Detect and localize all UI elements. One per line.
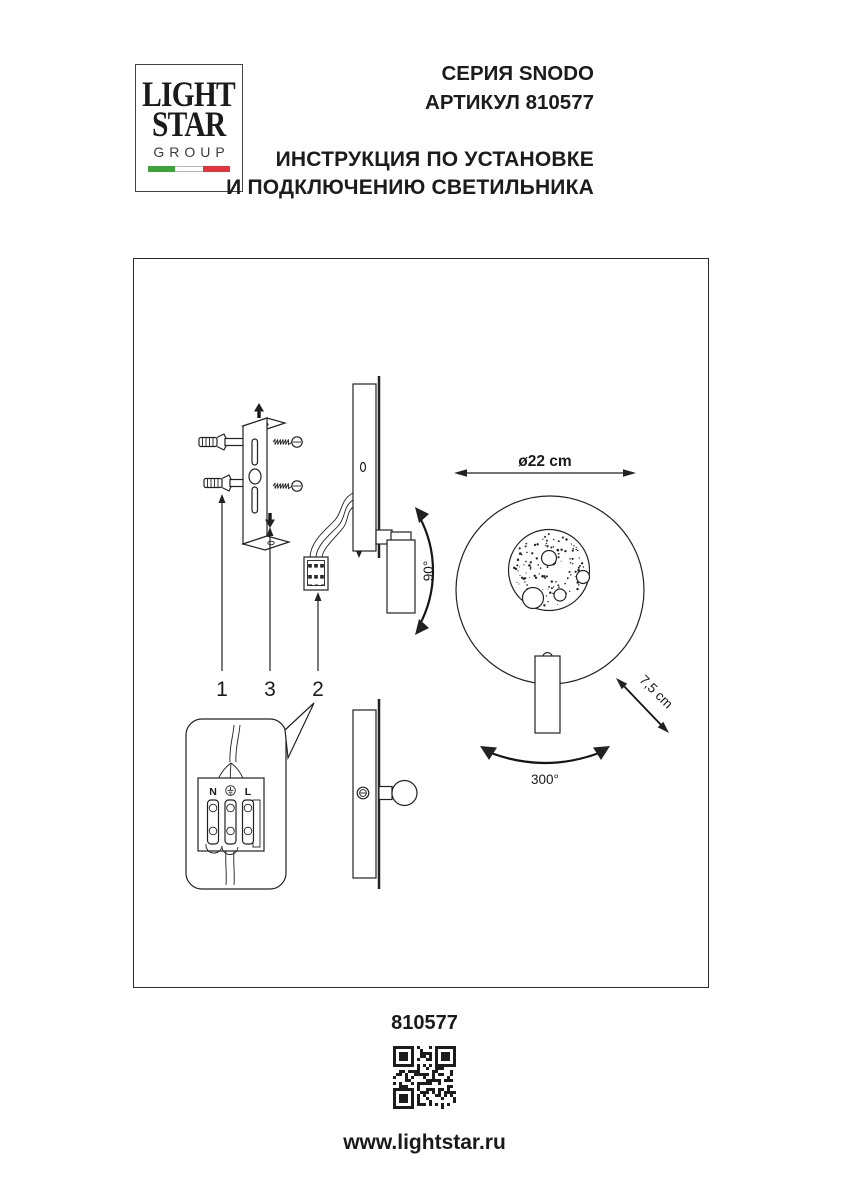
website-url: www.lightstar.ru [343,1131,506,1154]
part-label-3: 3 [264,678,276,701]
italy-flag-icon [148,166,230,172]
diameter-label: ø22 cm [518,453,571,470]
arrow-up-icon [254,403,264,418]
part-leader-lines: 1 3 2 [216,494,324,701]
depth-dimension: 7,5 cm [616,672,676,733]
wall-anchor-icon [203,474,250,492]
series-label: СЕРИЯ SNODO [441,62,595,85]
screw-icon [272,480,303,492]
instruction-title: ИНСТРУКЦИЯ ПО УСТАНОВКЕ И ПОДКЛЮЧЕНИЮ СВ… [226,146,594,201]
footer-article-number: 810577 [391,1012,458,1034]
qr-modules [393,1046,456,1109]
side-view-tilt: 90° [303,376,436,635]
title-line-2: И ПОДКЛЮЧЕНИЮ СВЕТИЛЬНИКА [226,175,594,199]
logo-group-text: GROUP [153,144,230,160]
part-label-2: 2 [312,678,324,701]
terminal-l-label: L [245,786,252,798]
wiring-callout: N L [185,702,315,890]
arrow-down-icon [265,513,275,528]
flag-green-stripe [148,166,176,172]
callout-pointer [284,702,315,761]
diameter-dimension: ø22 cm [454,453,636,477]
product-header: СЕРИЯ SNODO АРТИКУЛ 810577 [425,59,594,117]
qr-code [393,1046,456,1109]
terminal-connector [303,556,329,591]
diagram-frame: 90° ø22 cm [133,258,709,988]
tilt-arc-90: 90° [415,507,436,635]
logo-light-text: LIGHT [142,74,237,114]
front-view: ø22 cm 300° [454,453,676,787]
brand-logo: LIGHT STAR GROUP [135,64,243,192]
rotation-angle-label: 300° [531,772,559,787]
terminal-block: N L [197,777,265,855]
terminal-n-label: N [209,786,217,798]
lamp-head-cylinder [386,539,416,614]
screw-icon [272,436,303,448]
earth-icon [225,785,236,796]
installation-diagram: 90° ø22 cm [185,376,676,890]
logo-star-text: STAR [152,104,226,144]
side-view-ball [352,699,418,889]
rotation-arc-300: 300° [480,746,610,787]
mounting-bracket [240,417,292,551]
exploded-mount-view [198,403,303,551]
part-label-1: 1 [216,678,228,701]
lamp-arm [534,655,561,734]
title-line-1: ИНСТРУКЦИЯ ПО УСТАНОВКЕ [275,148,594,171]
flag-white-stripe [175,166,203,172]
flag-red-stripe [202,166,230,172]
arm-knob [542,652,553,657]
ball-knob [391,779,418,807]
concrete-panel [507,528,591,612]
article-label: АРТИКУЛ 810577 [425,91,594,114]
wall-anchor-icon [198,433,245,451]
tilt-angle-label: 90° [421,561,436,581]
